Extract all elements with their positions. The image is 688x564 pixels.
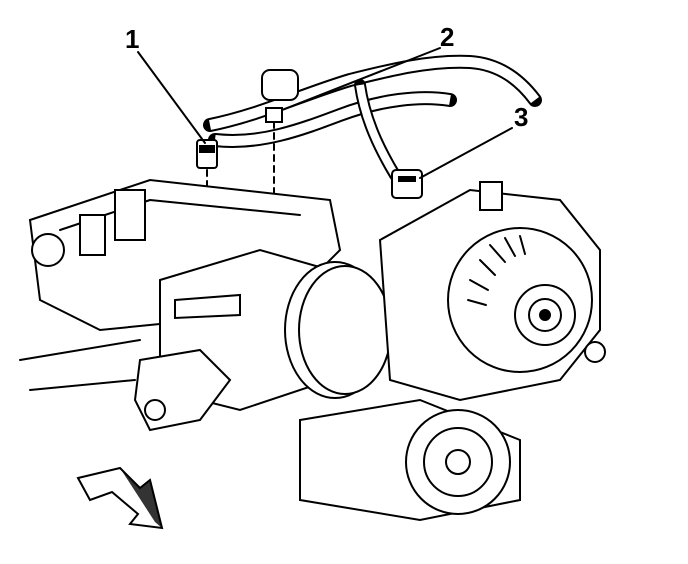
leader-line-3: [419, 127, 513, 179]
callout-3: 3: [514, 102, 528, 132]
callout-2: 2: [440, 22, 454, 52]
connector-3: [391, 169, 423, 199]
oil-filter: [284, 261, 392, 399]
engine-block: [19, 178, 342, 432]
callout-leaders: [137, 47, 513, 179]
callout-1: 1: [125, 24, 139, 54]
alternator: [378, 181, 606, 402]
leader-line-2: [281, 47, 441, 111]
wiring-harness: [203, 54, 542, 181]
leader-line-1: [137, 51, 206, 144]
idler-pulley: [299, 398, 521, 522]
front-direction-arrow: [76, 466, 164, 530]
